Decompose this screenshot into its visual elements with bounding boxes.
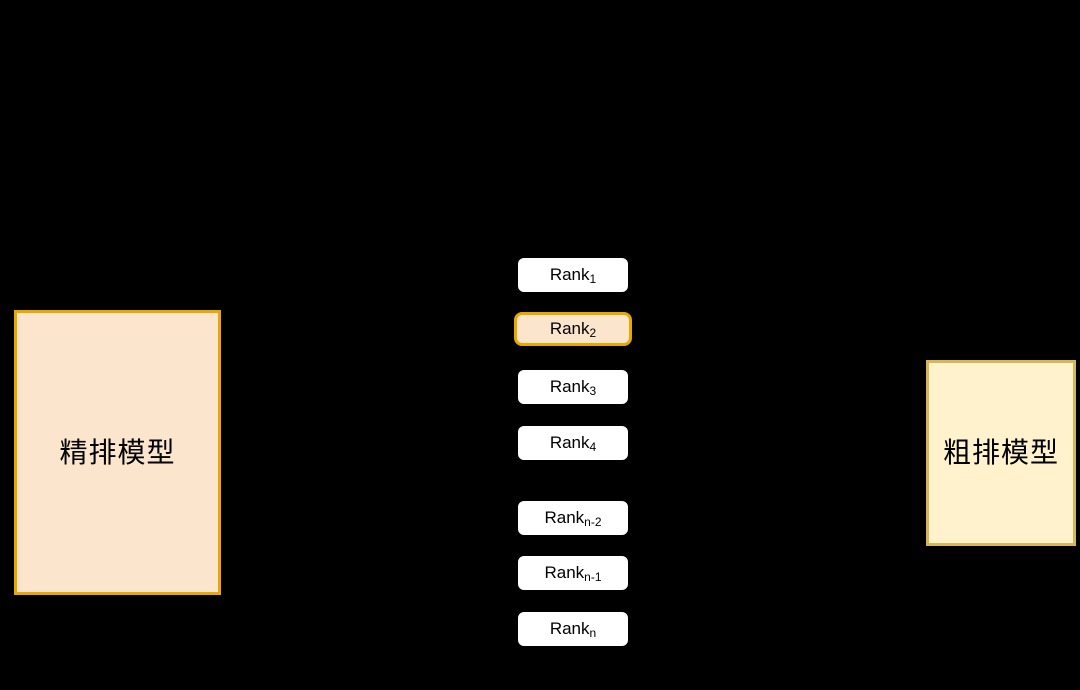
rank-label: Rank: [544, 508, 585, 527]
rank-subscript: n-1: [584, 570, 602, 584]
rank-subscript: n-2: [584, 515, 602, 529]
rank-label: Rank: [549, 377, 590, 396]
rank-label: Rank: [549, 619, 590, 638]
rank-label: Rank: [544, 563, 585, 582]
rank-label: Rank: [549, 433, 590, 452]
fine-ranking-model-label: 精排模型: [59, 436, 176, 468]
rank-subscript: n: [589, 626, 597, 640]
rank-label: Rank: [549, 319, 590, 338]
rank-subscript: 2: [589, 326, 597, 340]
rank-subscript: 1: [589, 272, 597, 286]
rank-label: Rank: [549, 265, 590, 284]
coarse-ranking-model-box[interactable]: 粗排模型: [926, 360, 1076, 546]
rank-subscript: 3: [589, 384, 597, 398]
coarse-ranking-model-label: 粗排模型: [942, 437, 1059, 469]
rank-subscript: 4: [589, 440, 597, 454]
fine-ranking-model-box[interactable]: 精排模型: [14, 310, 221, 595]
